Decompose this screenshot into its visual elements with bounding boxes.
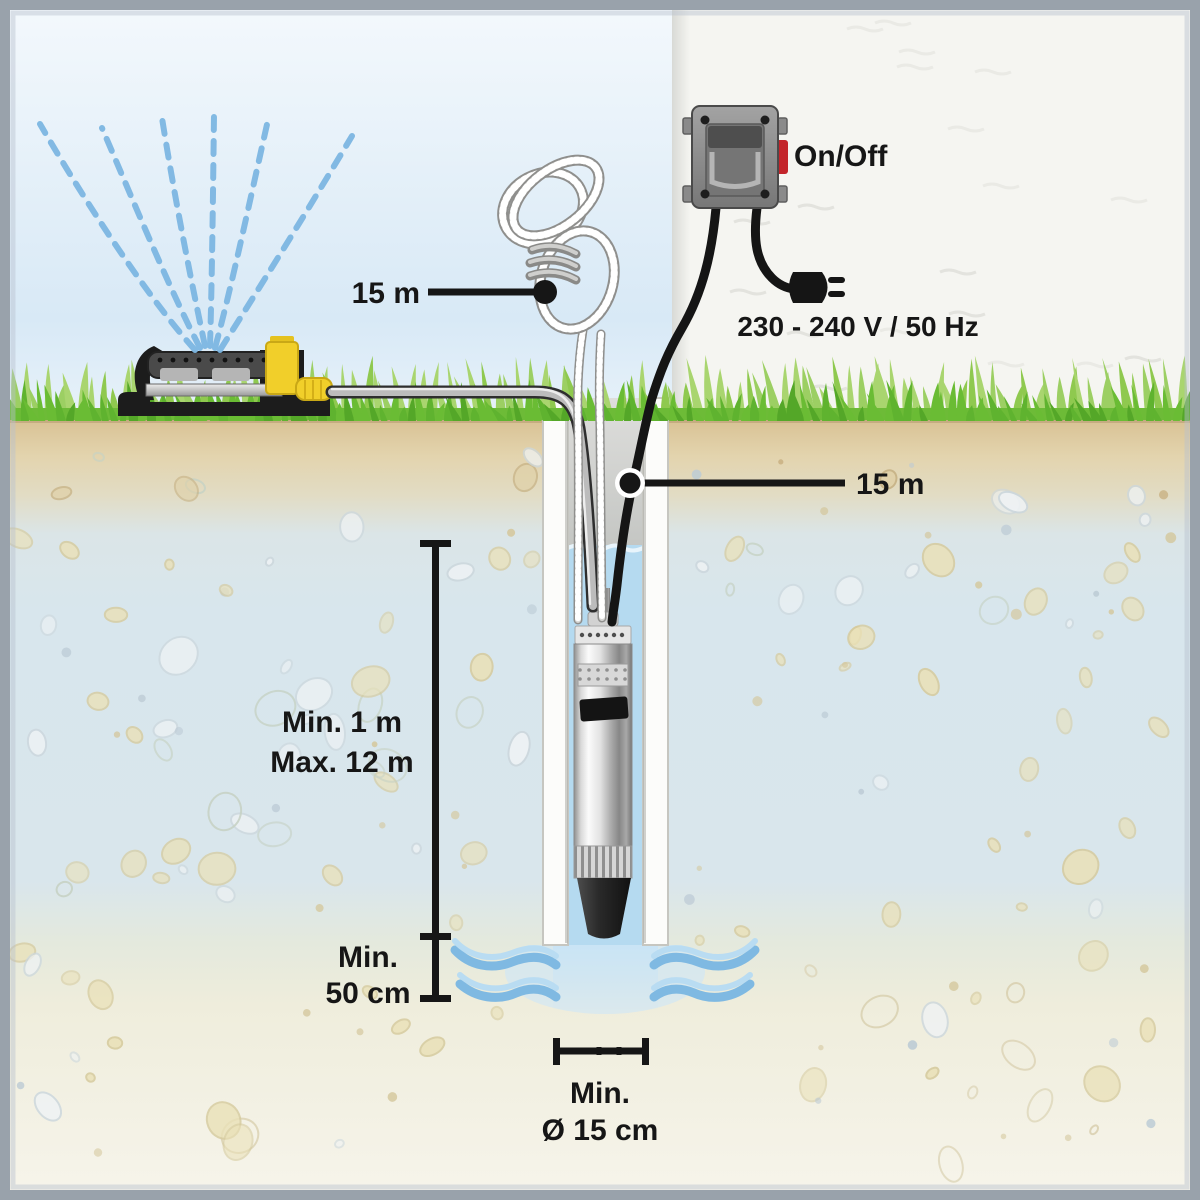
wall-edge-shadow <box>672 10 690 422</box>
well-wall-left <box>542 397 569 946</box>
inflow-waves-icon <box>450 938 760 1002</box>
immersion-min-label: Min. 1 m <box>282 706 402 739</box>
control-box-screws <box>700 115 770 199</box>
plug-cable <box>750 203 799 294</box>
rope-length-leader <box>428 280 557 304</box>
pump-ribbed-ring <box>573 845 633 879</box>
power-cable <box>607 203 799 627</box>
sky-background <box>10 10 672 422</box>
rope-icon <box>497 154 620 625</box>
pump-logo-band <box>579 696 629 722</box>
water-spray-icon <box>37 111 355 353</box>
diameter-dimension-line <box>553 1038 649 1065</box>
depth-dimension-line <box>420 540 451 1002</box>
on-off-label: On/Off <box>794 140 888 173</box>
control-box-vent <box>708 126 762 148</box>
sprinkler-base <box>118 392 330 416</box>
wall-texture <box>729 19 1162 392</box>
sprinkler-insert-left <box>160 368 198 381</box>
sprinkler-insert-right <box>212 368 250 381</box>
pebbles <box>10 447 1177 1183</box>
control-box-door-highlight <box>709 152 761 189</box>
clearance-min-label: Min. <box>338 941 398 974</box>
pump-bolts <box>579 632 625 638</box>
sprinkler <box>118 336 333 416</box>
bore-diameter-label: Ø 15 cm <box>542 1114 659 1147</box>
immersion-max-label: Max. 12 m <box>270 746 413 779</box>
rope-coil-icon <box>497 154 620 335</box>
cable-length-label: 15 m <box>856 468 924 501</box>
rope-length-label: 15 m <box>352 277 420 310</box>
well-wall-right-inner-edge <box>643 400 646 943</box>
pump-power-cable <box>607 203 721 627</box>
sprinkler-connector <box>265 341 299 395</box>
hose-coupler-ridges <box>304 380 322 399</box>
control-box <box>682 105 788 209</box>
power-supply-label: 230 - 240 V / 50 Hz <box>737 311 978 342</box>
power-plug-icon <box>789 272 845 303</box>
well-wall-left-inner-edge <box>565 400 568 943</box>
pump-intake-cone <box>577 878 631 939</box>
pump-perforated-band <box>577 663 629 687</box>
wall-background <box>672 10 1190 422</box>
rope-strands <box>573 325 607 625</box>
sprinkler-nozzles <box>157 357 267 363</box>
sprinkler-rail <box>145 383 283 397</box>
cable-length-leader <box>615 468 845 498</box>
bore-min-label: Min. <box>570 1077 630 1110</box>
clearance-value-label: 50 cm <box>325 977 410 1010</box>
submersible-pump <box>573 588 633 939</box>
frame-bevel <box>10 10 1190 1190</box>
